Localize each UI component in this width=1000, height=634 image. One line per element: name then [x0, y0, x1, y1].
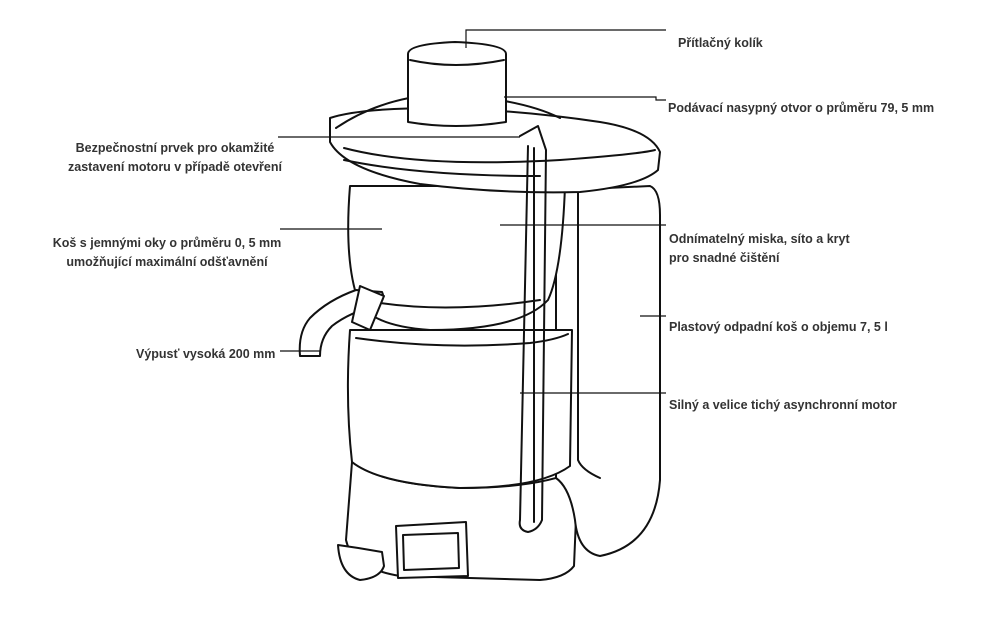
label-safety: Bezpečnostní prvek pro okamžité zastaven…: [60, 139, 290, 177]
label-removable-line2: pro snadné čištění: [669, 251, 780, 265]
label-safety-line2: zastavení motoru v případě otevření: [68, 160, 282, 174]
label-waste-bin: Plastový odpadní koš o objemu 7, 5 l: [669, 320, 888, 334]
label-spout: Výpusť vysoká 200 mm: [136, 347, 276, 361]
waste-bin: [555, 184, 661, 557]
label-feed-tube: Podávací nasypný otvor o průměru 79, 5 m…: [668, 101, 935, 115]
label-motor: Silný a velice tichý asynchronní motor: [669, 398, 897, 412]
label-removable-line1: Odnímatelný miska, síto a kryt: [669, 232, 850, 246]
label-pusher: Přítlačný kolík: [678, 36, 763, 50]
label-removable: Odnímatelný miska, síto a kryt pro snadn…: [669, 230, 850, 268]
motor-body: [346, 329, 573, 489]
spout: [298, 285, 385, 357]
label-basket-line2: umožňující maximální odšťavnění: [66, 255, 268, 269]
label-basket: Koš s jemnými oky o průměru 0, 5 mm umož…: [52, 234, 282, 272]
label-basket-line1: Koš s jemnými oky o průměru 0, 5 mm: [52, 236, 282, 250]
leader-lines: [278, 29, 666, 394]
label-safety-line1: Bezpečnostní prvek pro okamžité: [75, 141, 275, 155]
safety-clamp: [518, 125, 547, 533]
basket-bowl: [347, 185, 566, 331]
pusher: [407, 41, 507, 127]
